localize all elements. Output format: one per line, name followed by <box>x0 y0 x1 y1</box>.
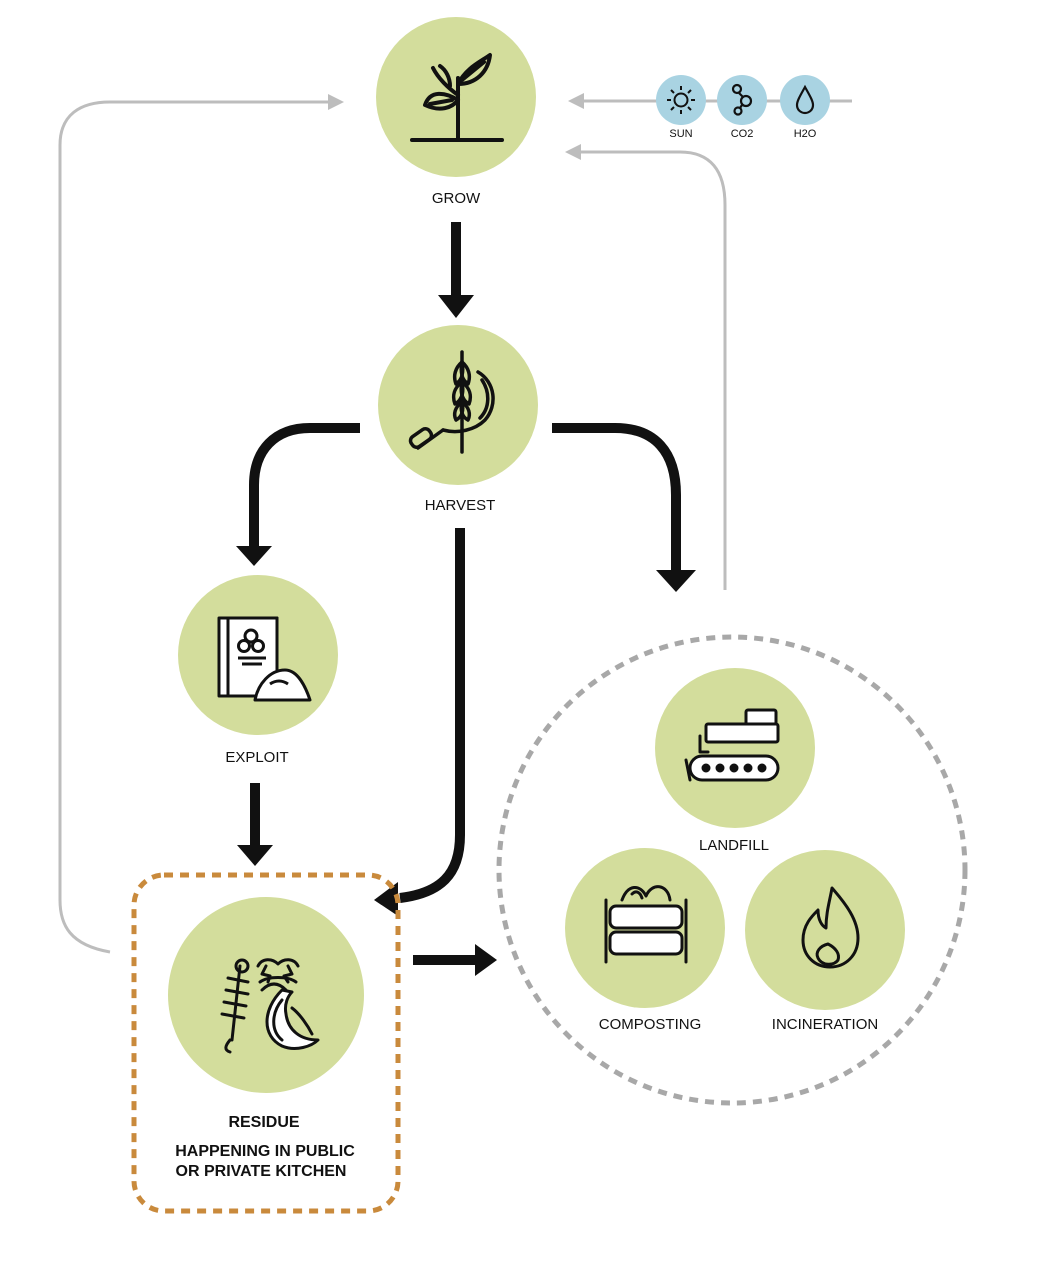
harvest-to-residue-arrowhead <box>374 882 398 916</box>
exploit-to-residue-arrowhead <box>237 845 273 866</box>
residue-to-grow-feedback-line <box>58 100 330 954</box>
flow-arrows <box>236 222 696 976</box>
water-drop-icon <box>795 84 815 115</box>
inputs-group: SUN CO2 H2O <box>656 75 830 140</box>
residue-label: RESIDUE <box>228 1114 299 1131</box>
landfill-node: LANDFILL <box>655 668 815 854</box>
residue-circle <box>168 897 364 1093</box>
disposal-to-grow-feedback-line <box>580 150 727 590</box>
harvest-label: HARVEST <box>425 497 496 514</box>
harvest-to-residue-arrow-shaft <box>399 528 465 903</box>
sun-circle <box>656 75 706 125</box>
h2o-circle <box>780 75 830 125</box>
residue-to-disposal-arrowhead <box>475 944 497 976</box>
incineration-node: INCINERATION <box>745 850 905 1033</box>
composting-label: COMPOSTING <box>599 1016 702 1033</box>
landfill-circle <box>655 668 815 828</box>
grow-to-harvest-arrowhead <box>438 295 474 318</box>
residue-note-line1: HAPPENING IN PUBLIC <box>175 1143 355 1160</box>
harvest-node: HARVEST <box>378 325 538 514</box>
residue-note-line2: OR PRIVATE KITCHEN <box>176 1163 347 1180</box>
exploit-label: EXPLOIT <box>225 749 288 766</box>
grow-left-arrowhead <box>328 94 344 110</box>
food-scraps-icon <box>220 958 320 1054</box>
flame-icon <box>801 886 860 969</box>
residue-node: RESIDUE HAPPENING IN PUBLIC OR PRIVATE K… <box>168 897 364 1180</box>
harvest-to-exploit-arrowhead <box>236 546 272 566</box>
exploit-node: EXPLOIT <box>178 575 338 766</box>
incineration-label: INCINERATION <box>772 1016 878 1033</box>
co2-label: CO2 <box>731 128 754 140</box>
composting-node: COMPOSTING <box>565 848 725 1033</box>
grow-node: GROW <box>376 17 536 207</box>
grow-right-arrowhead-bottom <box>565 144 581 160</box>
bulldozer-icon <box>684 708 780 782</box>
residue-boundary <box>131 872 401 1214</box>
molecule-icon <box>731 83 753 116</box>
disposal-boundary <box>496 634 968 1106</box>
input-h2o: H2O <box>780 75 830 140</box>
harvest-to-disposal-arrowhead <box>656 570 696 592</box>
feedback-arrowheads <box>328 93 584 160</box>
grow-right-arrowhead-top <box>568 93 584 109</box>
compost-bin-icon <box>604 885 688 964</box>
input-co2: CO2 <box>717 75 767 140</box>
sprout-icon <box>410 53 504 142</box>
sun-label: SUN <box>669 128 692 140</box>
harvest-to-disposal-arrow-shaft <box>552 423 681 572</box>
harvest-to-exploit-arrow-shaft <box>249 423 360 548</box>
h2o-label: H2O <box>794 128 817 140</box>
grow-label: GROW <box>432 190 481 207</box>
flour-bag-icon <box>217 616 312 702</box>
wheat-sickle-icon <box>408 350 495 454</box>
incineration-circle <box>745 850 905 1010</box>
landfill-label: LANDFILL <box>699 837 769 854</box>
input-sun: SUN <box>656 75 706 140</box>
sun-icon <box>667 86 695 114</box>
